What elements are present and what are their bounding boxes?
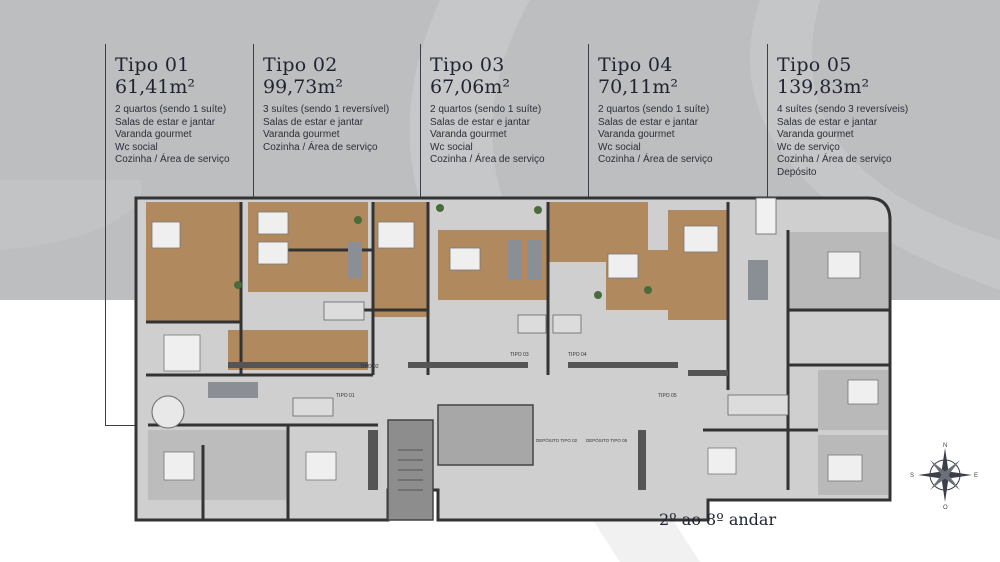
unit-01-wood-floor [146,202,241,322]
feature-list: 2 quartos (sendo 1 suíte) Salas de estar… [430,104,545,167]
feature-list: 4 suítes (sendo 3 reversíveis) Salas de … [777,104,908,180]
feature-list: 2 quartos (sendo 1 suíte) Salas de estar… [115,104,230,167]
tipo-title: Tipo 03 [430,54,505,76]
feature-item: Varanda gourmet [263,129,340,141]
column-divider [420,44,421,204]
tipo-title: Tipo 02 [263,54,338,76]
feature-item: Salas de estar e jantar [430,116,531,128]
column-divider [253,44,254,204]
compass-w: S [910,473,914,479]
feature-item: 3 suítes (sendo 1 reversível) [263,104,390,115]
feature-item: Cozinha / Área de serviço [115,154,230,166]
sofas [208,240,768,398]
tipo-area: 139,83m² [777,76,870,98]
compass-rose-icon: N O S E [910,443,978,510]
feature-item: Salas de estar e jantar [263,116,364,128]
feature-item: 2 quartos (sendo 1 suíte) [598,104,710,115]
kitchen-counters [228,362,728,490]
elevator-core [437,404,534,466]
tipo-title: Tipo 04 [598,54,673,76]
beds [151,211,879,482]
feature-item: Varanda gourmet [430,129,507,141]
compass-s: O [943,505,948,510]
floor-plan: TIPO 02 TIPO 01 TIPO 03 TIPO 04 TIPO 05 … [134,196,892,522]
feature-item: Wc social [430,141,473,153]
leader-line-tipo-01-horizontal [105,425,163,426]
tipo-area: 67,06m² [430,76,511,98]
tipo-title: Tipo 01 [115,54,190,76]
tipo-area: 99,73m² [263,76,344,98]
column-divider [767,44,768,204]
feature-item: Varanda gourmet [115,129,192,141]
column-divider [105,44,106,204]
plan-label-tipo-03: TIPO 03 [510,352,529,358]
tipo-area: 70,11m² [598,76,679,98]
feature-list: 2 quartos (sendo 1 suíte) Salas de estar… [598,104,713,167]
feature-item: Salas de estar e jantar [598,116,699,128]
feature-item: 2 quartos (sendo 1 suíte) [115,104,227,115]
feature-item: Cozinha / Área de serviço [777,154,892,166]
feature-item: Varanda gourmet [777,129,854,141]
leader-line-tipo-01 [105,204,106,426]
feature-item: 2 quartos (sendo 1 suíte) [430,104,542,115]
column-divider [588,44,589,204]
feature-item: Wc social [115,141,158,153]
plants [234,204,652,299]
feature-item: Depósito [777,166,817,178]
feature-item: Cozinha / Área de serviço [263,141,378,153]
interior-walls [146,202,890,520]
feature-item: 4 suítes (sendo 3 reversíveis) [777,104,909,115]
tipo-area: 61,41m² [115,76,196,98]
dining-tables [292,197,789,417]
balcony-round-table [151,395,185,429]
floor-range-label: 2º ao 8º andar [659,510,777,529]
feature-item: Salas de estar e jantar [115,116,216,128]
compass-e: E [974,473,978,479]
plan-label-tipo-01: TIPO 01 [336,393,355,399]
plan-label-deposito-02: DEPÓSITO TIPO 02 [536,437,578,443]
feature-item: Cozinha / Área de serviço [598,154,713,166]
compass-n: N [943,443,947,449]
feature-list: 3 suítes (sendo 1 reversível) Salas de e… [263,104,389,154]
feature-item: Cozinha / Área de serviço [430,154,545,166]
tipo-title: Tipo 05 [777,54,852,76]
plan-label-deposito-05: DEPÓSITO TIPO 05 [586,437,628,443]
feature-item: Wc social [598,141,641,153]
feature-item: Varanda gourmet [598,129,675,141]
plan-label-tipo-02: TIPO 02 [360,364,379,370]
feature-item: Salas de estar e jantar [777,116,878,128]
plan-label-tipo-05: TIPO 05 [658,393,677,399]
plan-label-tipo-04: TIPO 04 [568,352,587,358]
feature-item: Wc de serviço [777,141,840,153]
unit-02-bedroom-floor [373,202,428,317]
